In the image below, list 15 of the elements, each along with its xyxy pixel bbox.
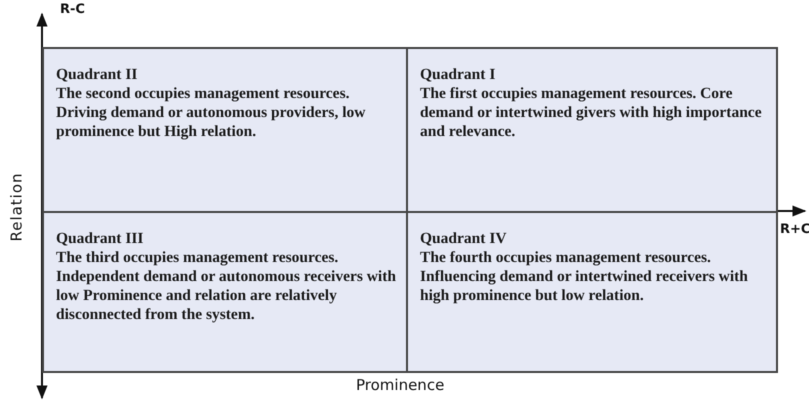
quadrant-description: The second occupies management resources. Driving demand or autonomous providers, low prominence but High relation.	[56, 84, 366, 141]
axis-label: R-C	[60, 2, 85, 17]
quadrant-box	[406, 211, 778, 373]
axis-label: Prominence	[356, 376, 444, 394]
quadrant-description: The third occupies management resources. Independent demand or autonomous receivers with low Prominence and relation are relatively disconnected from the system.	[56, 248, 398, 324]
quadrant-heading: Quadrant IV	[420, 229, 508, 248]
quadrant-description: The fourth occupies management resources. Influencing demand or intertwined receivers with high prominence but low relation.	[420, 248, 749, 305]
quadrant-box	[42, 47, 408, 213]
quadrant-box	[42, 211, 408, 373]
quadrant-heading: Quadrant I	[420, 65, 496, 84]
axis-label: Relation	[8, 172, 26, 242]
quadrant-heading: Quadrant II	[56, 65, 138, 84]
quadrant-description: The first occupies management resources. Core demand or intertwined givers with high importance and relevance.	[420, 84, 763, 141]
quadrant-heading: Quadrant III	[56, 229, 144, 248]
quadrant-box	[406, 47, 778, 213]
